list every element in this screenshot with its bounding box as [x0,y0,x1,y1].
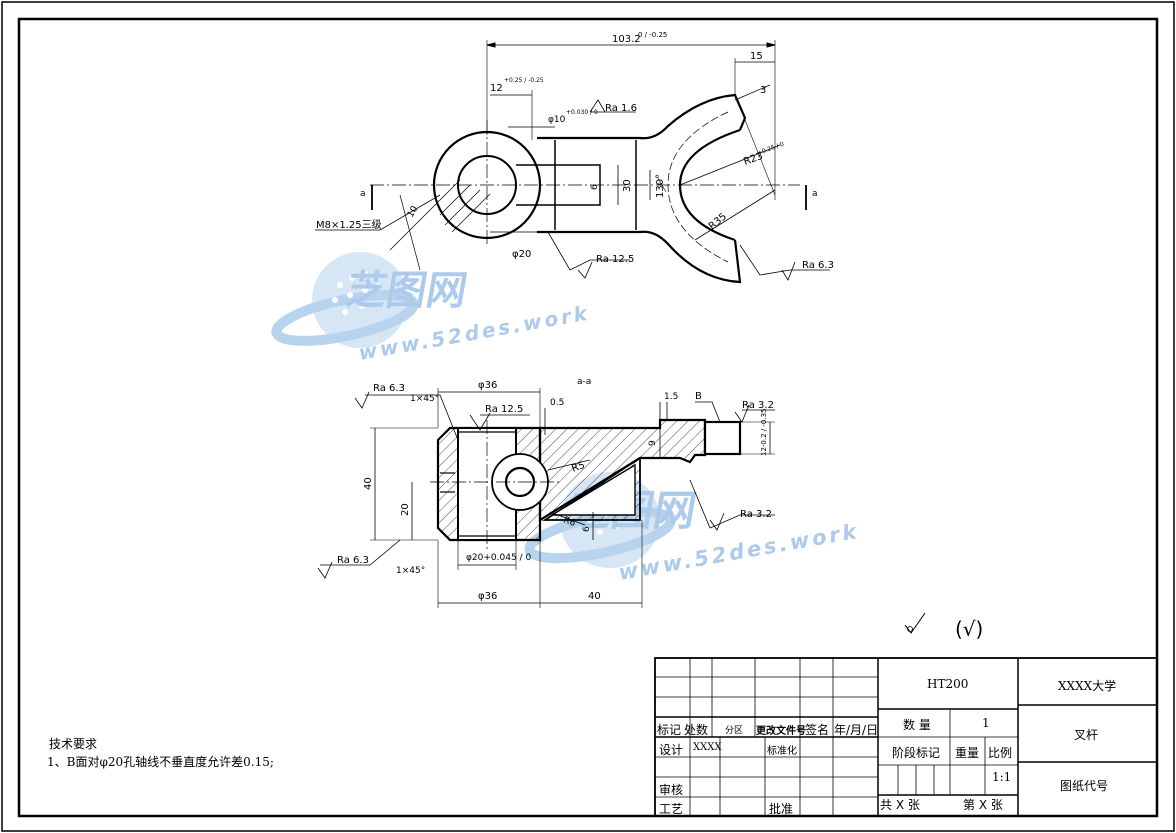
requirements-heading: 技术要求 [49,737,98,751]
dim-3: 3 [760,85,766,96]
dim-9: 9 [648,440,658,446]
chamfer-bottom: 1×45° [396,566,425,576]
ra-12-5-section: Ra 12.5 [485,404,523,415]
requirement-item-1: 1、B面对φ20孔轴线不垂直度允许差0.15; [47,755,274,769]
roughness-note: (√) [904,612,983,641]
title-block-grid [654,657,1158,817]
standardize-label: 标准化 [767,746,797,757]
drawing-no-label: 图纸代号 [1060,779,1109,793]
thread-callout: M8×1.25三级 [316,219,382,231]
dim-r6: R6 [562,515,577,529]
inner-frame [17,17,1159,818]
section-view [430,418,742,550]
ra-6-3-top: Ra 6.3 [802,260,834,271]
process-label: 工艺 [659,802,684,816]
dim-20-vertical: 20 [400,503,411,516]
designer-name: XXXX [693,742,722,753]
rev-doc-label: 更改文件号 [756,726,806,737]
rev-date-label: 年/月/日 [834,723,879,737]
dim-6-section: 6 [582,526,592,532]
review-label: 审核 [659,783,684,797]
watermark-name-1: 芝图网 [343,267,471,314]
section-dims [317,388,775,608]
section-mark-right: a [812,189,818,199]
dim-phi36-bottom: φ36 [478,591,497,602]
scale-value: 1:1 [992,770,1012,784]
ra-12-5-top: Ra 12.5 [596,254,634,265]
dim-phi20-section: φ20+0.045 / 0 [466,553,531,563]
dim-12-right: 12-0.2 / -0.35 [760,409,768,457]
rev-sign-label: 签名 [805,723,830,737]
qty-label: 数 量 [903,718,931,732]
ra-3-2-section-bottom: Ra 3.2 [740,509,772,520]
dim-30: 30 [622,179,633,192]
rev-count-label: 处数 [684,723,709,737]
rev-mark-label: 标记 [657,723,682,737]
dim-phi10-tol: +0.030 / 0 [566,109,598,116]
dim-130: 130° [655,174,666,198]
ra-6-3-section-top: Ra 6.3 [373,383,405,394]
sheet-number: 第 X 张 [963,798,1003,812]
dim-r35: R35 [707,211,729,232]
boss-bore [457,155,517,215]
section-title: a-a [577,377,591,387]
watermark-1: 芝图网 www.52des.work [271,252,592,365]
top-view-labels: 103.2 0 / -0.25 15 3 12 +0.25 / -0.25 φ1… [316,31,834,271]
sheets-total: 共 X 张 [880,798,920,812]
scale-label: 比例 [988,746,1013,760]
section-mark-left: a [360,189,366,199]
stage-label: 阶段标记 [892,746,941,760]
dim-40-horizontal: 40 [588,591,601,602]
dim-total-tol: 0 / -0.25 [638,31,667,39]
dim-6: 6 [590,184,600,190]
dim-phi10: φ10 [548,115,566,125]
qty-value: 1 [982,716,990,730]
datum-b: B [695,391,702,402]
section-labels: a-a Ra 6.3 1×45° φ36 Ra 12.5 0.5 1.5 B R… [337,377,774,602]
dim-10: 10 [406,204,421,219]
approve-label: 批准 [769,802,794,816]
dim-total: 103.2 [612,34,641,45]
ra-1-6: Ra 1.6 [605,103,637,114]
dim-15: 15 [750,51,763,62]
part-name: 叉杆 [1074,728,1099,742]
top-view [315,40,830,284]
dim-12-tol: +0.25 / -0.25 [504,77,544,84]
dim-40-vertical: 40 [363,477,374,490]
dim-phi20: φ20 [512,249,531,260]
dim-phi36-top: φ36 [478,380,497,391]
dim-12: 12 [490,83,503,94]
design-label: 设计 [659,743,684,757]
dim-r5: R5 [570,460,586,475]
chamfer-top: 1×45° [410,394,439,404]
roughness-note-text: (√) [955,617,983,641]
rev-zone-label: 分区 [725,726,744,736]
dim-0-5: 0.5 [550,398,564,408]
material: HT200 [927,677,969,691]
ra-6-3-section-bottom: Ra 6.3 [337,555,369,566]
dim-1-5: 1.5 [664,392,678,402]
dim-r23-tol: +0.25 / 0 [756,141,785,157]
weight-label: 重量 [955,746,980,760]
school-name: XXXX大学 [1058,679,1117,693]
ra-3-2-section-top: Ra 3.2 [742,400,774,411]
technical-requirements: 技术要求 1、B面对φ20孔轴线不垂直度允许差0.15; [47,735,274,771]
